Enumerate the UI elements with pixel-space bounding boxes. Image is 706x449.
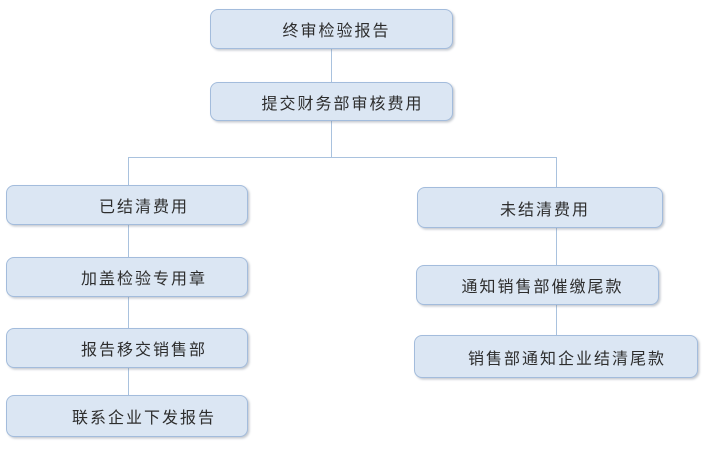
node-final-report: 终审检验报告 [210,9,453,49]
connector-branch-to-fees-settled [128,157,129,185]
node-notify-sales-dept: 通知销售部催缴尾款 [416,265,659,305]
connector-fees-settled-to-stamp-seal [128,225,129,257]
connector-report-to-sales-to-contact-enterprise [128,368,129,395]
connector-fees-unsettled-to-notify-sales [556,228,557,265]
connector-stamp-seal-to-report-to-sales [128,297,129,328]
node-sales-notify-enterprise: 销售部通知企业结清尾款 [414,335,698,378]
node-report-to-sales: 报告移交销售部 [6,328,248,368]
node-submit-finance: 提交财务部审核费用 [210,82,453,121]
connector-final-report-to-submit-finance [331,49,332,82]
node-fees-unsettled: 未结清费用 [417,187,663,228]
connector-submit-finance-down [331,121,332,157]
node-fees-settled: 已结清费用 [6,185,248,225]
connector-branch-horizontal [128,157,557,158]
node-stamp-seal: 加盖检验专用章 [6,257,248,297]
node-contact-enterprise: 联系企业下发报告 [6,395,248,437]
connector-notify-sales-to-sales-notify-enterprise [556,305,557,335]
connector-branch-to-fees-unsettled [556,157,557,187]
